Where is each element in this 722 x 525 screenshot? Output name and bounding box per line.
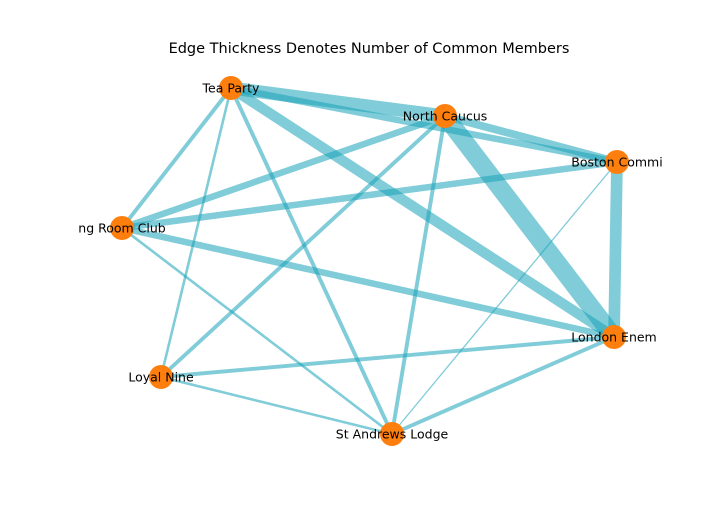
edge-tea-party-london-enemies	[228, 83, 617, 342]
node-london-enemies	[602, 325, 626, 349]
node-tea-party	[219, 76, 243, 100]
edge-long-room-club-st-andrews-lodge	[121, 226, 393, 436]
node-loyal-nine	[149, 365, 173, 389]
edge-long-room-club-london-enemies	[121, 224, 615, 341]
edge-boston-committee-st-andrews-lodge	[391, 161, 618, 435]
edge-boston-committee-long-room-club	[121, 158, 618, 232]
chart-title: Edge Thickness Denotes Number of Common …	[169, 41, 570, 57]
edge-tea-party-st-andrews-lodge	[229, 87, 394, 435]
node-st-andrews-lodge	[380, 422, 404, 446]
node-label-london-enemies: London Enem	[571, 330, 656, 345]
edge-north-caucus-st-andrews-lodge	[390, 115, 447, 435]
edge-tea-party-loyal-nine	[159, 87, 233, 378]
node-boston-committee	[605, 150, 629, 174]
nodes-layer	[110, 76, 629, 446]
node-label-long-room-club: ng Room Club	[78, 221, 166, 236]
node-label-st-andrews-lodge: St Andrews Lodge	[336, 427, 449, 442]
node-long-room-club	[110, 216, 134, 240]
node-label-loyal-nine: Loyal Nine	[128, 370, 194, 385]
edge-london-enemies-loyal-nine	[160, 335, 615, 379]
edge-boston-committee-london-enemies	[608, 161, 623, 338]
node-north-caucus	[433, 104, 457, 128]
node-label-boston-committee: Boston Commi	[571, 155, 662, 170]
edge-north-caucus-loyal-nine	[159, 114, 447, 379]
edge-tea-party-long-room-club	[120, 86, 233, 230]
edge-north-caucus-london-enemies	[437, 110, 622, 343]
edge-london-enemies-st-andrews-lodge	[391, 335, 615, 436]
edges-layer	[120, 81, 623, 436]
edge-loyal-nine-st-andrews-lodge	[160, 375, 393, 436]
edge-north-caucus-boston-committee	[443, 112, 619, 166]
node-label-tea-party: Tea Party	[202, 81, 261, 96]
edge-north-caucus-long-room-club	[120, 112, 447, 232]
node-label-north-caucus: North Caucus	[403, 109, 488, 124]
